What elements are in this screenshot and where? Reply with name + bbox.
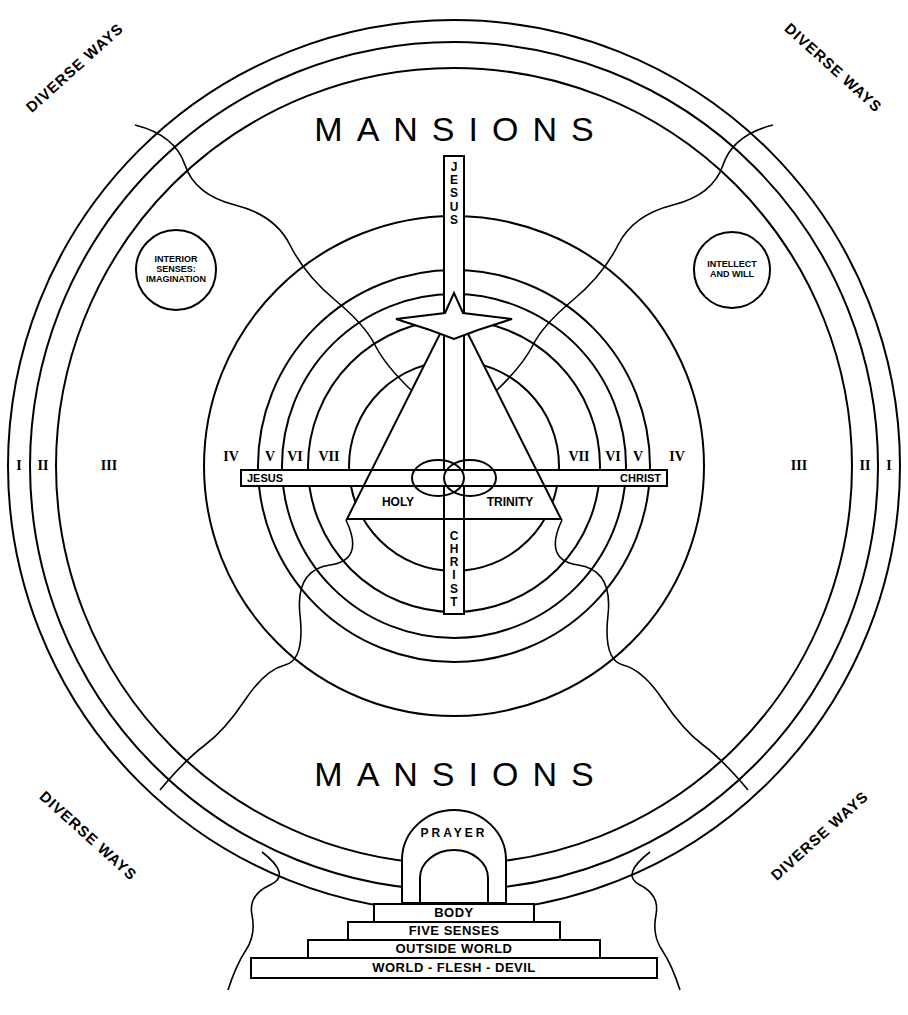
castle-ring (8, 20, 900, 912)
trinity-triangle (346, 305, 562, 520)
roman-numeral: II (38, 458, 49, 473)
gate-outline (402, 810, 506, 903)
winding-way (497, 125, 773, 390)
roman-numeral: VI (605, 449, 621, 464)
interlaced-ring (412, 460, 464, 496)
ways-label: DIVERSE WAYS (36, 788, 140, 884)
circle-outline (694, 232, 770, 308)
winding-way (160, 520, 353, 790)
node-text: FIVE SENSES (409, 924, 500, 938)
step-block: OUTSIDE WORLD (307, 939, 601, 959)
roman-numeral: IV (223, 449, 239, 464)
step-block: BODY (373, 903, 535, 923)
node-text: OUTSIDE WORLD (396, 942, 513, 956)
castle-ring (30, 42, 878, 890)
winding-way (135, 125, 411, 390)
roman-numeral: VI (287, 449, 303, 464)
roman-numeral: I (886, 458, 891, 473)
ways-label: DIVERSE WAYS (781, 20, 885, 116)
cross-beam: JESUS CHRIST (240, 469, 668, 487)
ways-label: DIVERSE WAYS (23, 20, 127, 116)
mansions-label: MANSIONS (296, 756, 611, 793)
gate-arch (402, 810, 506, 903)
gate-opening (420, 850, 488, 903)
interlaced-ring (444, 460, 496, 496)
node-text: PRAYER (421, 827, 488, 840)
node-text: JESUS (449, 161, 459, 227)
faculty-circle: INTELLECT AND WILL (693, 231, 771, 309)
node-text: INTELLECT AND WILL (700, 260, 764, 280)
roman-numeral: VII (318, 449, 339, 464)
node-text: BODY (434, 906, 474, 920)
node-text: WORLD - FLESH - DEVIL (372, 961, 536, 975)
circle-outline (136, 230, 216, 310)
roman-numeral: III (791, 458, 807, 473)
ways-label: DIVERSE WAYS (768, 788, 872, 884)
roman-numeral: II (860, 458, 871, 473)
roman-numeral: VII (568, 449, 589, 464)
node-text: JESUS (247, 472, 283, 484)
roman-numeral: V (633, 449, 643, 464)
node-text: CHRIST (449, 530, 459, 609)
node-text: CHRIST (620, 472, 661, 484)
mansions-label: MANSIONS (296, 111, 611, 148)
cross-upright: JESUS CHRIST (443, 155, 465, 615)
dove-symbol (396, 293, 512, 339)
node-text: TRINITY (487, 496, 534, 509)
roman-numeral: V (265, 449, 275, 464)
prayer-gate: PRAYER (402, 810, 506, 903)
roman-numeral: I (16, 458, 21, 473)
node-text: HOLY (382, 496, 414, 509)
node-text: INTERIOR SENSES: IMAGINATION (144, 255, 208, 285)
step-block: FIVE SENSES (347, 921, 561, 941)
faculty-circle: INTERIOR SENSES: IMAGINATION (135, 229, 217, 311)
trinity-triangle: HOLY TRINITY (346, 305, 562, 520)
winding-way (555, 520, 748, 790)
roman-numeral: IV (669, 449, 685, 464)
step-block: WORLD - FLESH - DEVIL (250, 957, 658, 979)
castle-ring (56, 68, 852, 864)
roman-numeral: III (101, 458, 117, 473)
